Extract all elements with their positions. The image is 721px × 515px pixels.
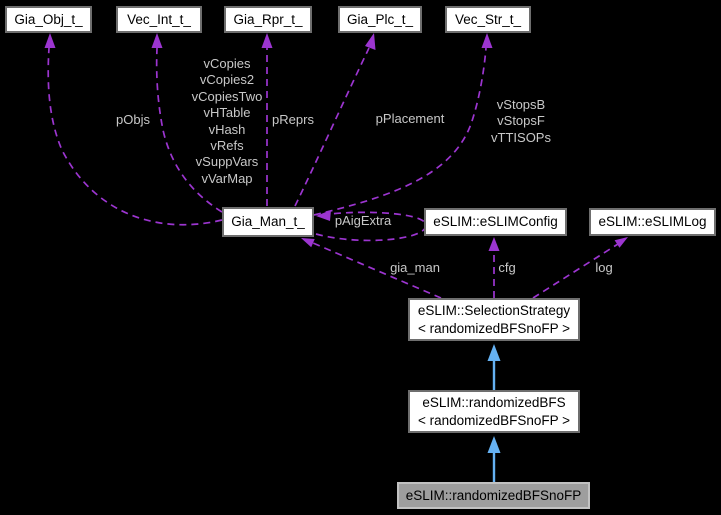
node-eslim-config[interactable]: eSLIM::eSLIMConfig [424, 208, 567, 236]
edge-pplacement [294, 47, 370, 207]
arrowhead-gia-rpr [261, 33, 273, 48]
node-gia-man-t[interactable]: Gia_Man_t_ [222, 207, 314, 237]
arrowhead-vec-str [481, 33, 493, 48]
node-vec-str-t[interactable]: Vec_Str_t_ [445, 6, 531, 33]
node-label: Gia_Plc_t_ [346, 11, 414, 27]
edge-vstops [313, 47, 487, 216]
node-selection-strategy[interactable]: eSLIM::SelectionStrategy < randomizedBFS… [408, 298, 580, 341]
node-label: Gia_Obj_t_ [14, 11, 83, 27]
arrowhead-log [614, 237, 628, 248]
node-label: eSLIM::eSLIMLog [598, 214, 707, 229]
arrowhead-inherit-upper [487, 344, 501, 361]
arrowhead-vec-int [151, 33, 163, 48]
node-label: Gia_Man_t_ [231, 214, 305, 229]
node-label: Vec_Int_t_ [127, 11, 191, 27]
edge-paigextra [315, 211, 427, 242]
node-gia-obj-t[interactable]: Gia_Obj_t_ [5, 6, 92, 33]
edge-log [532, 243, 619, 299]
edge-vcopies [155, 47, 223, 213]
arrowhead-cfg [488, 237, 500, 251]
node-gia-rpr-t[interactable]: Gia_Rpr_t_ [224, 6, 312, 33]
arrowhead-gia-plc [365, 33, 376, 50]
node-gia-plc-t[interactable]: Gia_Plc_t_ [338, 6, 422, 33]
edge-pobjs [47, 47, 223, 226]
node-label: Gia_Rpr_t_ [233, 11, 303, 27]
arrowhead-gia-man [301, 238, 315, 248]
node-label-line1: eSLIM::randomizedBFS [422, 394, 566, 410]
node-vec-int-t[interactable]: Vec_Int_t_ [116, 6, 202, 33]
node-label: eSLIM::randomizedBFSnoFP [405, 487, 582, 503]
node-label-line1: eSLIM::SelectionStrategy [417, 302, 571, 318]
node-label-line2: < randomizedBFSnoFP > [417, 320, 571, 336]
node-eslim-log[interactable]: eSLIM::eSLIMLog [589, 208, 716, 236]
node-randomized-bfs-nofp[interactable]: eSLIM::randomizedBFSnoFP [397, 482, 590, 509]
arrowhead-gia-obj [44, 33, 56, 48]
node-label: Vec_Str_t_ [454, 11, 522, 27]
node-label: eSLIM::eSLIMConfig [433, 214, 558, 229]
node-randomized-bfs[interactable]: eSLIM::randomizedBFS < randomizedBFSnoFP… [408, 390, 580, 433]
node-label-line2: < randomizedBFSnoFP > [417, 412, 571, 428]
arrowhead-paigextra [316, 210, 331, 221]
edge-gia-man [312, 242, 442, 299]
arrowhead-inherit-lower [487, 436, 501, 453]
